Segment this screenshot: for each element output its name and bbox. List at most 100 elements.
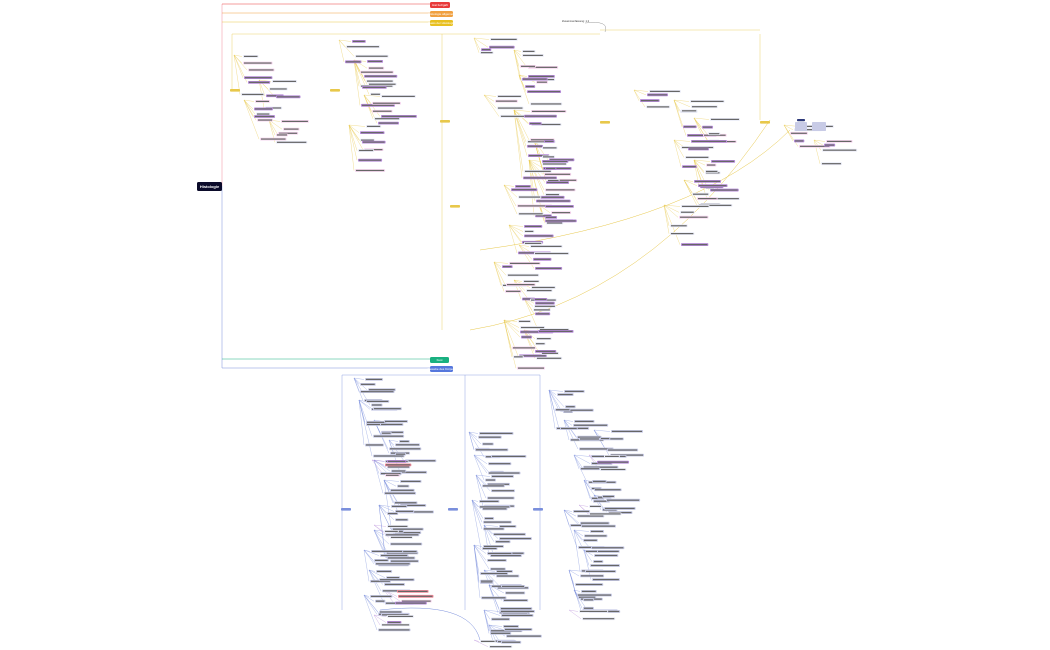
connector-line xyxy=(471,499,483,530)
topic-text-line xyxy=(484,528,504,530)
topic-node-422[interactable] xyxy=(341,508,351,511)
connector-line xyxy=(513,49,522,56)
topic-text-line xyxy=(391,536,412,539)
topic-text-line xyxy=(682,205,709,207)
topic-text-line xyxy=(490,46,514,48)
topic-text-line xyxy=(503,266,512,268)
topic-text-line xyxy=(684,126,696,128)
connector-line xyxy=(663,204,681,207)
topic-text-line xyxy=(382,431,403,433)
topic-text-line xyxy=(534,309,550,311)
topic-text-line xyxy=(692,140,726,142)
topic-text-line xyxy=(544,167,571,170)
connector-line xyxy=(813,139,824,146)
topic-text-line xyxy=(689,148,708,150)
connector-line xyxy=(503,319,520,328)
connector-line xyxy=(348,124,364,150)
connector-line xyxy=(378,504,395,512)
branch-node-4[interactable]: Fest xyxy=(430,357,449,363)
connector-line xyxy=(243,99,260,140)
topic-node-421[interactable] xyxy=(760,121,770,124)
topic-text-line xyxy=(536,313,550,315)
topic-text-line xyxy=(548,179,577,181)
topic-text-line xyxy=(367,125,381,127)
connector-line xyxy=(563,419,570,441)
topic-text-line xyxy=(545,140,554,142)
topic-text-line xyxy=(388,512,398,515)
topic-text-line xyxy=(396,519,408,521)
connector-line xyxy=(363,594,375,602)
topic-node-424[interactable] xyxy=(533,508,543,511)
connector-line xyxy=(528,159,545,169)
topic-text-line xyxy=(650,90,680,92)
topic-text-line xyxy=(361,139,374,141)
topic-text-line xyxy=(502,641,521,643)
connector-line xyxy=(373,524,387,527)
topic-node-419[interactable] xyxy=(450,205,460,208)
topic-text-line xyxy=(489,472,520,474)
topic-text-line xyxy=(537,200,570,202)
topic-text-line xyxy=(500,525,516,527)
connector-line xyxy=(488,624,504,630)
branch-node-3[interactable]: Basis der Histologie xyxy=(428,20,455,26)
topic-text-line xyxy=(491,38,517,40)
connector-line xyxy=(663,204,670,226)
topic-text-line xyxy=(699,204,732,206)
connector-line xyxy=(573,454,591,464)
connector-line xyxy=(548,389,560,429)
topic-text-line xyxy=(520,355,546,357)
root-node[interactable]: Histologie xyxy=(197,182,222,191)
connector-line xyxy=(633,89,640,101)
connector-line xyxy=(503,319,521,338)
connector-line xyxy=(471,499,479,502)
topic-text-line xyxy=(359,149,374,152)
topic-text-line xyxy=(529,155,549,157)
branch-node-5[interactable]: Gewebe des Körpers xyxy=(427,366,456,372)
topic-node-425[interactable] xyxy=(797,119,805,122)
connector-line xyxy=(383,479,394,503)
topic-text-line xyxy=(584,466,618,468)
connector-line xyxy=(508,224,522,243)
topic-node-416[interactable] xyxy=(230,89,240,92)
connector-line xyxy=(233,54,241,95)
connector-line xyxy=(473,454,490,473)
topic-text-line xyxy=(523,78,547,80)
connector-line xyxy=(693,159,705,174)
topic-text-line xyxy=(518,367,544,369)
topic-node-417[interactable] xyxy=(330,89,340,92)
connector-line xyxy=(548,389,557,395)
connector-line xyxy=(473,639,489,647)
connector-line xyxy=(473,37,490,40)
connector-line xyxy=(483,524,499,527)
topic-text-line xyxy=(825,144,835,146)
connector-line xyxy=(488,584,502,615)
topic-text-line xyxy=(369,389,395,391)
connector-line xyxy=(348,124,366,127)
topic-text-line xyxy=(484,545,503,547)
topic-text-line xyxy=(483,508,507,510)
connector-line xyxy=(488,624,503,627)
topic-text-line xyxy=(601,437,610,440)
topic-node-423[interactable] xyxy=(448,508,458,511)
branch-node-2[interactable]: Histologie allgemein xyxy=(428,11,455,17)
connector-line xyxy=(683,179,694,182)
topic-text-line xyxy=(519,196,541,198)
topic-text-line xyxy=(388,557,415,559)
topic-text-line xyxy=(497,570,512,572)
topic-node-426[interactable] xyxy=(795,122,807,131)
branch-node-1[interactable]: Hat fudrgaft xyxy=(430,2,450,8)
topic-text-line xyxy=(695,180,721,182)
summary-tag: Zusammenfassung: 1 2 xyxy=(562,20,590,23)
topic-text-line xyxy=(393,528,423,530)
topic-text-line xyxy=(356,55,388,57)
connector-line xyxy=(583,479,591,499)
topic-text-line xyxy=(578,515,604,517)
connector-line xyxy=(473,544,481,598)
topic-node-420[interactable] xyxy=(600,121,610,124)
topic-text-line xyxy=(361,71,393,73)
topic-node-418[interactable] xyxy=(440,120,450,123)
topic-node-427[interactable] xyxy=(812,122,826,131)
connector-line xyxy=(513,109,523,178)
connector-line xyxy=(358,399,371,410)
